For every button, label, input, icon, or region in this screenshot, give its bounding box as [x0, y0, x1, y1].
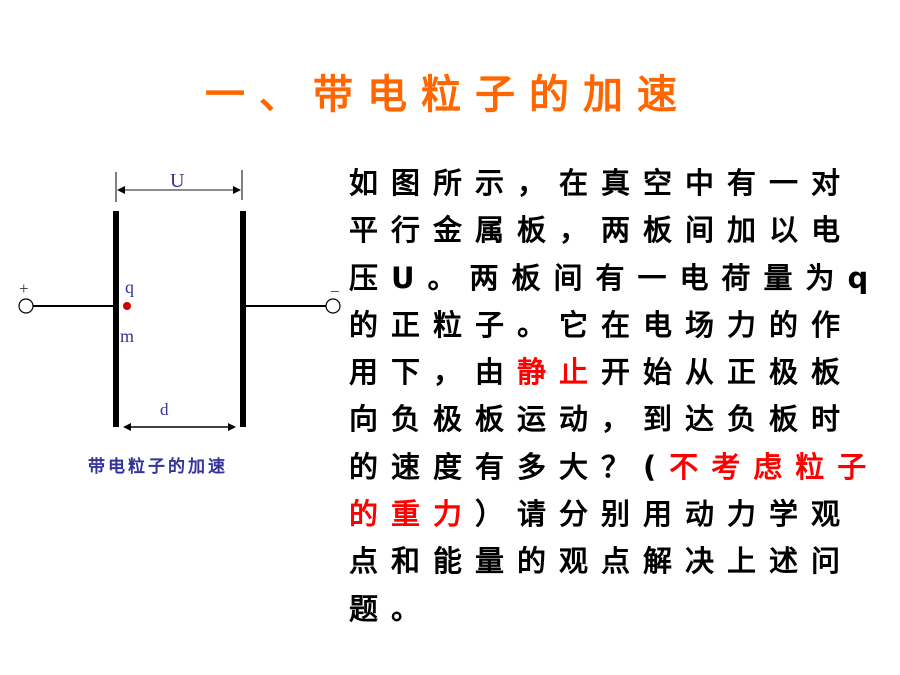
text-segment: 用下，由: [349, 355, 518, 390]
text-line: 压U。两板间有一电荷量为q: [349, 255, 869, 302]
distance-arrow-head-right: [228, 423, 236, 431]
text-line: 平行金属板，两板间加以电: [349, 207, 869, 254]
positive-terminal: [18, 298, 34, 314]
minus-label: −: [330, 282, 340, 301]
particle: [123, 302, 131, 310]
negative-terminal: [325, 298, 341, 314]
text-line: 题。: [349, 586, 869, 633]
text-line: 的速度有多大？(不考虑粒子: [349, 444, 869, 491]
text-segment: 压U。两板间有一电荷量为q: [349, 260, 882, 295]
highlight-ignore-gravity: 不考虑粒子: [669, 449, 880, 484]
text-segment: 点和能量的观点解决上述问: [349, 544, 854, 579]
slide-title: 一、带电粒子的加速: [205, 72, 691, 118]
arrow-head-right: [233, 186, 241, 194]
text-segment: 的速度有多大？(: [349, 449, 670, 484]
text-line: 用下，由静止开始从正极板: [349, 349, 869, 396]
text-line: 向负极板运动，到达负板时: [349, 396, 869, 443]
text-segment: 题。: [349, 591, 434, 626]
mass-label: m: [120, 326, 134, 346]
problem-text: 如图所示，在真空中有一对 平行金属板，两板间加以电 压U。两板间有一电荷量为q …: [349, 160, 869, 633]
text-segment: 如图所示，在真空中有一对: [349, 166, 854, 200]
capacitor-diagram: U + − q m d: [18, 170, 341, 431]
diagram-caption: 带电粒子的加速: [88, 457, 228, 477]
distance-arrow-head-left: [123, 423, 131, 431]
text-segment: 的正粒子。它在电场力的作: [349, 307, 854, 342]
negative-plate: [240, 211, 246, 427]
text-line: 的重力）请分别用动力学观: [349, 491, 869, 538]
positive-plate: [113, 211, 119, 427]
distance-label: d: [160, 400, 169, 419]
voltage-label: U: [170, 170, 185, 192]
charge-label: q: [125, 277, 134, 297]
arrow-head-left: [117, 186, 125, 194]
highlight-at-rest: 静止: [517, 355, 602, 390]
text-line: 点和能量的观点解决上述问: [349, 538, 869, 585]
text-segment: 向负极板运动，到达负板时: [349, 402, 854, 437]
text-line: 的正粒子。它在电场力的作: [349, 302, 869, 349]
text-segment: 平行金属板，两板间加以电: [349, 213, 854, 248]
highlight-gravity: 的重力: [349, 497, 476, 532]
text-segment: 开始从正极板: [601, 355, 854, 390]
plus-label: +: [19, 279, 29, 298]
text-line: 如图所示，在真空中有一对: [349, 160, 869, 207]
text-segment: ）请分别用动力学观: [475, 497, 854, 532]
